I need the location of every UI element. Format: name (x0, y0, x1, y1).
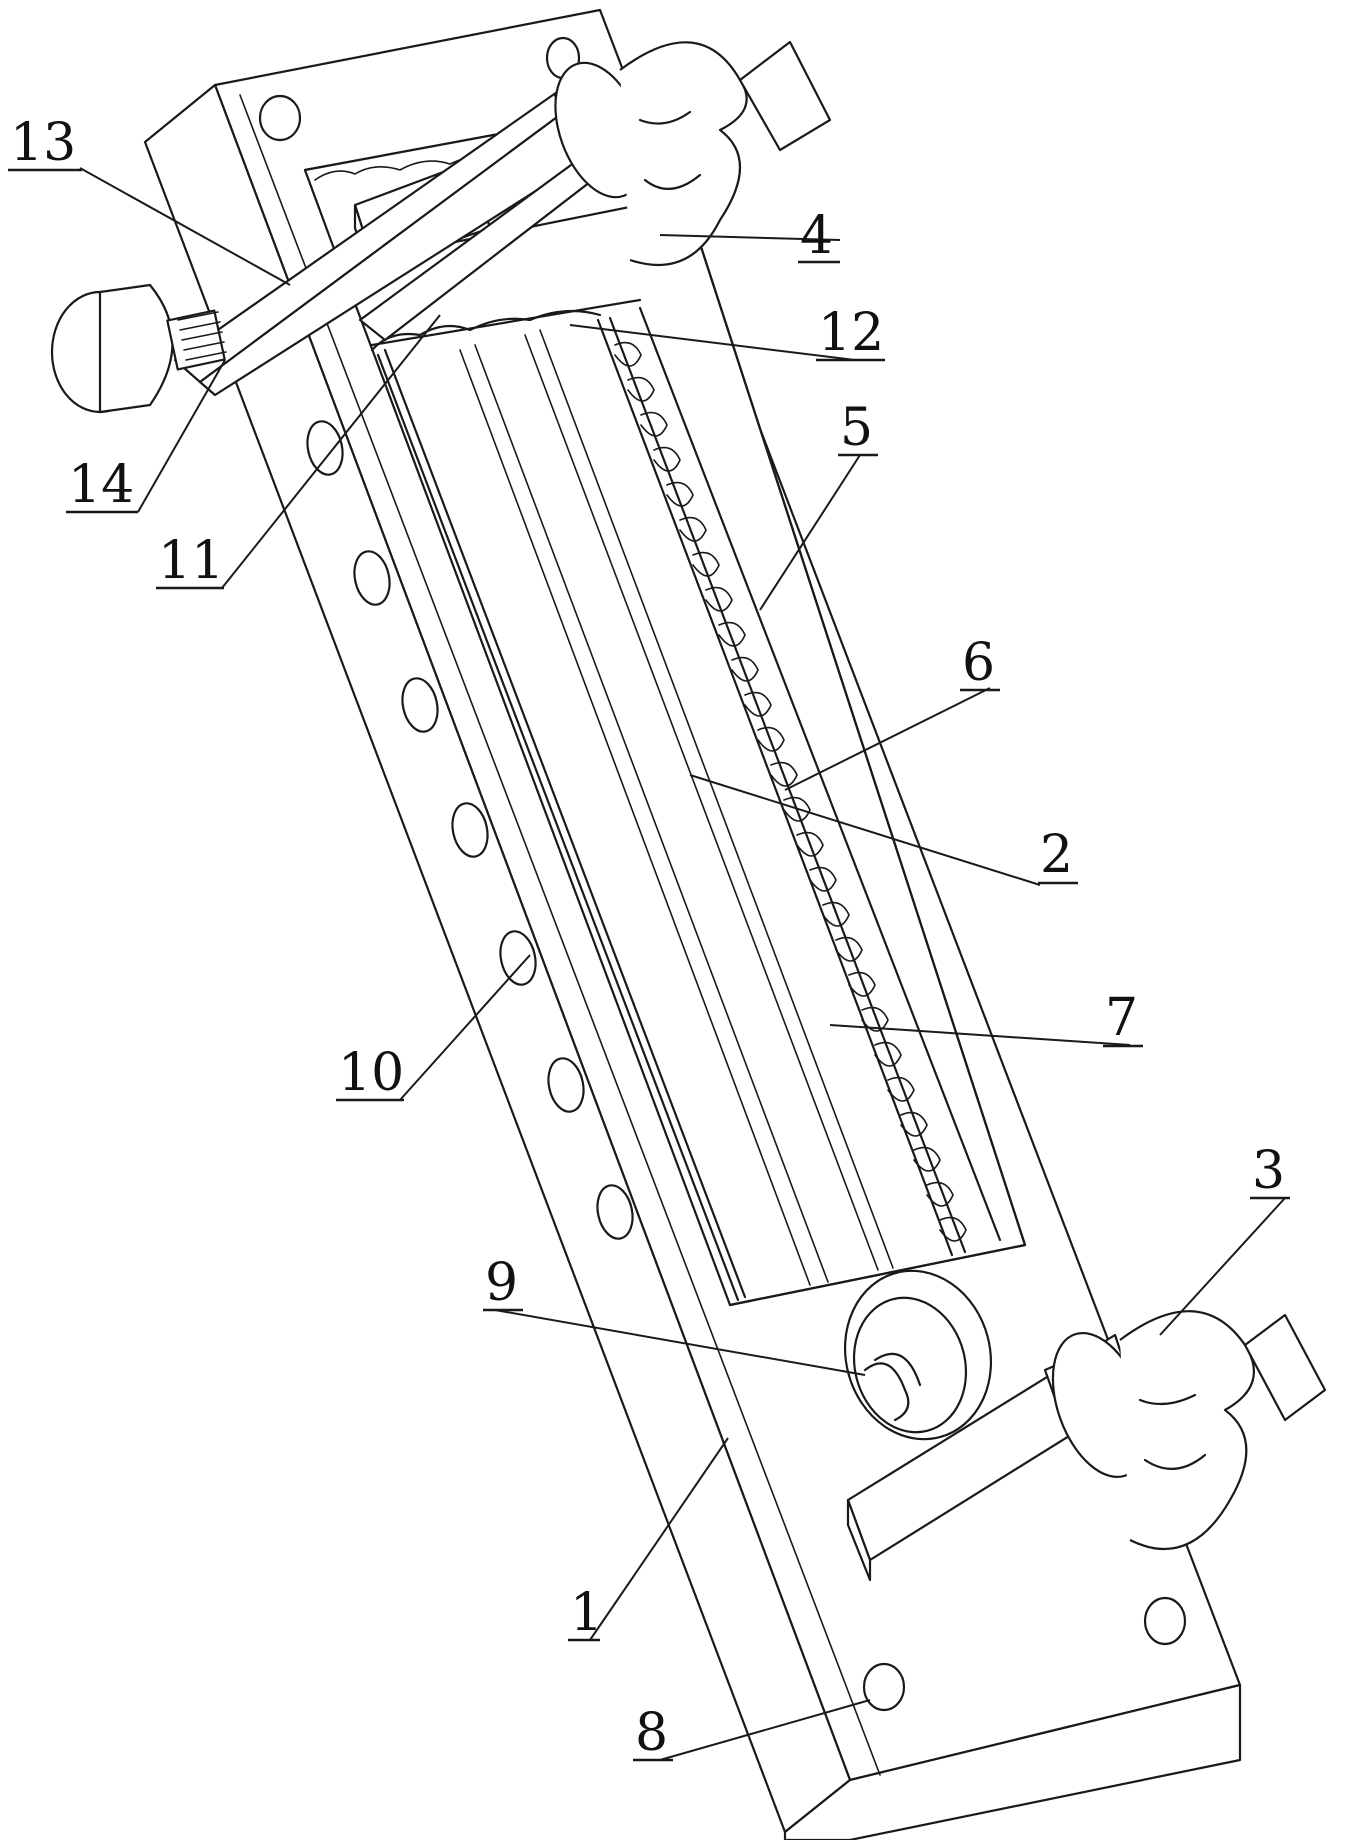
callout-6: 6 (962, 633, 995, 693)
callout-10: 10 (338, 1043, 404, 1103)
callout-13: 13 (10, 113, 76, 173)
callout-1: 1 (570, 1583, 603, 1643)
callout-9: 9 (485, 1253, 518, 1313)
threaded-shaft (167, 311, 224, 370)
callout-5: 5 (840, 398, 873, 458)
callout-12: 12 (818, 303, 884, 363)
callout-2: 2 (1040, 825, 1073, 885)
callout-11: 11 (158, 531, 224, 591)
callout-14: 14 (68, 455, 134, 515)
callout-7: 7 (1105, 988, 1138, 1048)
callout-4: 4 (800, 206, 833, 266)
callout-3: 3 (1252, 1141, 1285, 1201)
callout-8: 8 (635, 1703, 668, 1763)
